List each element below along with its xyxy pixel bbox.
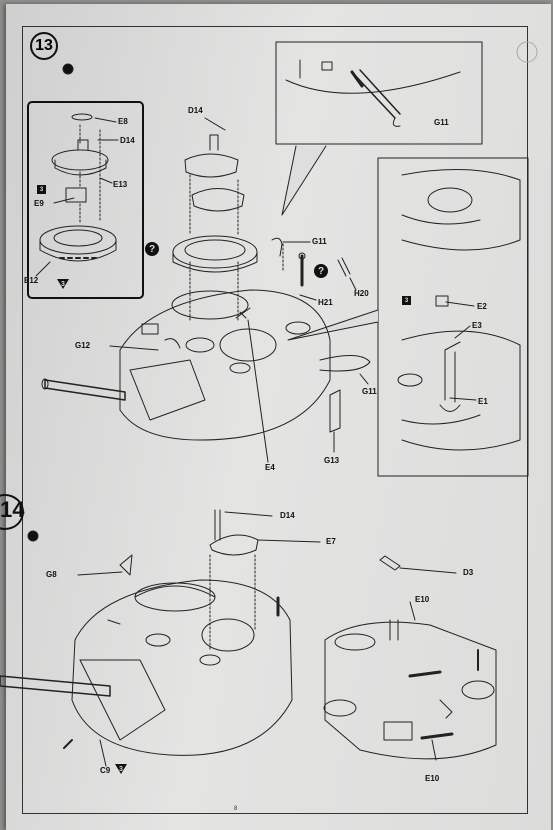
faint-mark-icon bbox=[516, 41, 538, 63]
turret-body-13 bbox=[119, 289, 331, 441]
part-g11 bbox=[271, 237, 283, 257]
label-g11-mid: G11 bbox=[312, 237, 327, 246]
part-d14-hatch bbox=[184, 153, 239, 178]
instruction-sheet bbox=[6, 4, 551, 830]
label-e7: E7 bbox=[326, 537, 336, 546]
part-g11-bottom bbox=[319, 355, 371, 372]
gun-barrel-14 bbox=[0, 675, 111, 697]
paint-badge: 3 bbox=[115, 764, 127, 774]
step-13-number: 13 bbox=[30, 32, 58, 60]
label-g11-top: G11 bbox=[434, 118, 449, 127]
paint-badge: 3 bbox=[57, 279, 69, 289]
optional-icon: ? bbox=[314, 264, 328, 278]
gun-mantlet-14 bbox=[79, 659, 166, 741]
label-g11-bottom: G11 bbox=[362, 387, 377, 396]
label-h20: H20 bbox=[354, 289, 369, 298]
label-g8: G8 bbox=[46, 570, 57, 579]
inset-box-hatch bbox=[27, 101, 144, 299]
label-e10-top: E10 bbox=[415, 595, 430, 604]
part-e10-bottom bbox=[420, 732, 454, 740]
label-h21: H21 bbox=[318, 298, 333, 307]
part-e7 bbox=[209, 534, 259, 556]
label-e13: E13 bbox=[113, 180, 128, 189]
turret-detail-14 bbox=[324, 621, 497, 760]
glue-icon-14 bbox=[27, 530, 39, 542]
part-e10-top bbox=[408, 670, 442, 678]
label-e1: E1 bbox=[478, 397, 488, 406]
part-g13 bbox=[329, 389, 341, 433]
glue-icon bbox=[62, 63, 74, 75]
optional-icon: ? bbox=[145, 242, 159, 256]
label-d14-inset: D14 bbox=[120, 136, 135, 145]
label-g12: G12 bbox=[75, 341, 91, 350]
paint-badge: 3 bbox=[402, 296, 411, 305]
label-c9: C9 bbox=[100, 766, 111, 775]
zoom-inset-top bbox=[275, 41, 483, 145]
label-g13: G13 bbox=[324, 456, 340, 465]
turret-body-14 bbox=[71, 579, 293, 756]
part-e9 bbox=[65, 187, 87, 203]
label-e10-bottom: E10 bbox=[425, 774, 440, 783]
label-e12: E12 bbox=[24, 276, 39, 285]
label-e2: E2 bbox=[477, 302, 487, 311]
label-e9: E9 bbox=[34, 199, 44, 208]
label-e4: E4 bbox=[265, 463, 275, 472]
paint-badge: 3 bbox=[37, 185, 46, 194]
page-number: 8 bbox=[234, 806, 238, 812]
label-d14-top: D14 bbox=[188, 106, 203, 115]
part-e2 bbox=[435, 295, 449, 307]
gun-mantlet-13 bbox=[129, 359, 206, 421]
label-e8: E8 bbox=[118, 117, 128, 126]
part-e13-hatch bbox=[51, 149, 109, 171]
part-h20 bbox=[337, 257, 351, 277]
part-d3 bbox=[379, 555, 401, 571]
label-d3: D3 bbox=[463, 568, 474, 577]
gun-barrel-13 bbox=[44, 379, 126, 401]
label-e3: E3 bbox=[472, 321, 482, 330]
zoom-inset-right bbox=[377, 157, 529, 477]
label-d14-s14: D14 bbox=[280, 511, 295, 520]
part-e8 bbox=[71, 113, 93, 121]
